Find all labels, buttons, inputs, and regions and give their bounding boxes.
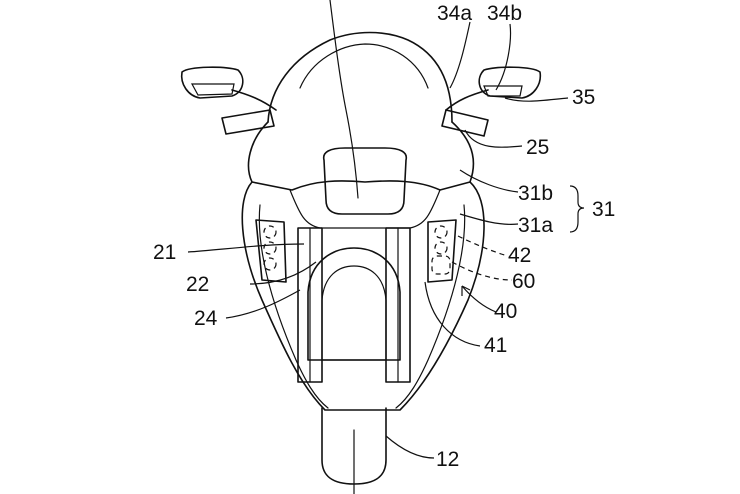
upper-cowl (247, 121, 475, 191)
label-60: 60 (512, 270, 535, 293)
label-24: 24 (194, 307, 218, 330)
left-led-3 (263, 257, 277, 271)
windscreen (267, 31, 453, 123)
label-35: 35 (572, 86, 595, 109)
front-fender-inner (321, 265, 387, 361)
inner-panel (289, 189, 441, 229)
leader-34a (449, 21, 471, 89)
leader-34b (495, 23, 512, 91)
leader-21 (187, 243, 305, 253)
label-34a: 34a (437, 2, 472, 25)
leader-31b (459, 169, 519, 193)
right-light-sensor (431, 255, 451, 275)
label-21: 21 (153, 241, 176, 264)
leader-40-arrow (461, 285, 497, 313)
label-12: 12 (436, 448, 459, 471)
left-mirror (180, 66, 244, 99)
label-34b: 34b (487, 2, 522, 25)
right-handlebar (441, 109, 489, 137)
leader-24 (225, 289, 301, 319)
label-40: 40 (494, 300, 517, 323)
label-31a: 31a (518, 214, 553, 237)
label-25: 25 (526, 136, 549, 159)
side-fairing-outline (241, 181, 485, 411)
label-31b: 31b (518, 182, 553, 205)
right-led-2 (434, 241, 448, 255)
right-led-1 (434, 225, 448, 239)
right-light-unit (427, 219, 457, 283)
center-axis-line (329, 0, 359, 199)
brace-31 (569, 185, 585, 233)
left-mirror-lens (190, 83, 235, 96)
leader-31a (459, 213, 519, 225)
label-41: 41 (484, 334, 507, 357)
right-mirror (478, 66, 542, 99)
left-led-2 (263, 241, 277, 255)
left-mirror-stem (231, 89, 277, 111)
left-handlebar (221, 109, 275, 135)
label-22: 22 (186, 273, 209, 296)
side-fairing-inner-line (258, 204, 329, 409)
arrow-40-head (461, 285, 471, 296)
leader-12 (385, 435, 435, 459)
leader-35 (504, 97, 569, 102)
windscreen-inner-edge (299, 43, 429, 89)
label-42: 42 (508, 244, 531, 267)
label-31: 31 (592, 198, 615, 221)
side-fairing-inner-line-right (395, 204, 466, 409)
front-fender (307, 247, 401, 361)
right-mirror-lens (483, 85, 523, 97)
leader-25 (464, 129, 523, 148)
leader-41 (424, 281, 481, 347)
right-mirror-stem (445, 89, 489, 111)
center-intake (322, 147, 408, 215)
leader-22 (249, 261, 317, 285)
leader-60 (451, 261, 513, 281)
left-light-unit (255, 219, 287, 283)
left-led-1 (263, 225, 277, 239)
